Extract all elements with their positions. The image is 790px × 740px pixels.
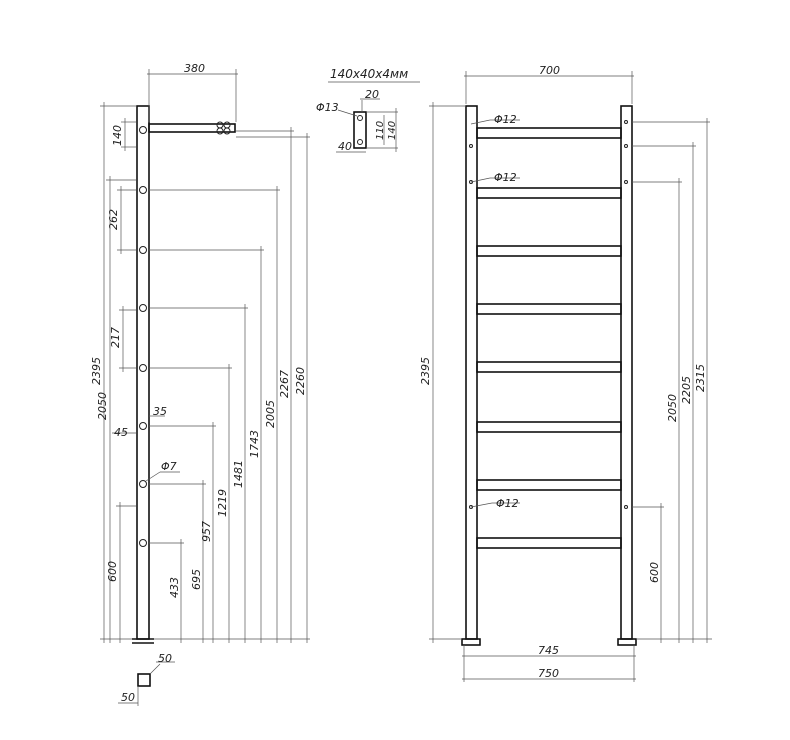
front-post-right [620,105,633,640]
rung [476,127,622,139]
dim-hole-offset: 35 [153,405,167,418]
rung [476,537,622,549]
dim-height-2050: 2050 [96,392,109,420]
profile-detail: 140x40x4мм Φ13 20 110 140 40 [316,67,420,153]
dim-front-height: 2395 [419,357,432,385]
rung [476,479,622,491]
post-hole [139,422,147,430]
dim-height-433: 433 [168,577,181,598]
post-section [137,673,151,687]
post-hole [139,304,147,312]
dim-height-2005: 2005 [264,400,277,428]
dim-height-600: 600 [106,561,119,582]
profile-hole-top [357,115,363,121]
side-post [136,105,150,640]
dim-base-outer: 750 [538,667,559,680]
dim-height-2267: 2267 [278,370,291,398]
dim-front-600: 600 [648,562,661,583]
dim-spacing-upper: 262 [107,209,120,230]
dim-height-1219: 1219 [216,489,229,517]
post-hole [139,246,147,254]
rung [476,187,622,199]
post-hole [139,539,147,547]
dim-bracket-width: 380 [184,62,205,75]
post-holes [139,126,147,547]
dim-hole-diameter: Φ7 [161,460,177,473]
dim-height-2260: 2260 [294,367,307,395]
side-view: 380 140 262 217 35 45 Φ7 2395 2050 [90,62,310,706]
profile-title: 140x40x4мм [330,67,408,81]
rung [476,245,622,257]
front-base-left [461,638,481,646]
front-post-holes [469,120,628,509]
profile-section [353,111,367,149]
rung [476,361,622,373]
profile-hole-dim: Φ13 [316,101,339,114]
profile-width-top: 20 [365,88,379,101]
dim-front-width: 700 [539,64,560,77]
bracket-bolt-3 [216,127,224,135]
rung [476,303,622,315]
bracket-bolt-1 [216,121,224,129]
dim-hole-1: Φ12 [494,113,517,126]
profile-hole-bottom [357,139,363,145]
post-hole [139,364,147,372]
dim-total-height: 2395 [90,357,103,385]
side-height-ladder: 433 695 957 1219 1481 1743 2005 2267 [149,127,310,643]
post-hole [139,480,147,488]
ladder-rungs [476,127,622,549]
profile-height-inner: 110 [375,121,386,140]
post-hole [139,186,147,194]
dim-bracket-height: 140 [111,125,124,146]
profile-height-outer: 140 [387,121,398,140]
dim-height-957: 957 [200,521,213,542]
dim-base-inner: 745 [538,644,559,657]
post-hole [139,126,147,134]
front-post-left [465,105,478,640]
dim-height-1743: 1743 [248,430,261,458]
bracket-bolt-2 [223,121,231,129]
bracket-bolt-4 [223,127,231,135]
front-view: 700 Φ12 Φ12 Φ12 2395 2050 2205 2315 600 [419,64,712,682]
top-bracket [148,123,236,133]
dim-front-2205: 2205 [680,376,693,404]
front-base-right [617,638,637,646]
profile-width-bottom: 40 [338,140,352,153]
dim-edge-offset: 45 [114,426,128,439]
dim-height-695: 695 [190,569,203,590]
dim-front-2315: 2315 [694,364,707,392]
rung [476,421,622,433]
dim-front-2050: 2050 [666,394,679,422]
dim-hole-2: Φ12 [494,171,517,184]
dim-hole-3: Φ12 [496,497,519,510]
dim-section-width: 50 [158,652,172,665]
dim-spacing-lower: 217 [109,327,122,348]
dim-section-height: 50 [121,691,135,704]
dim-height-1481: 1481 [232,460,245,488]
